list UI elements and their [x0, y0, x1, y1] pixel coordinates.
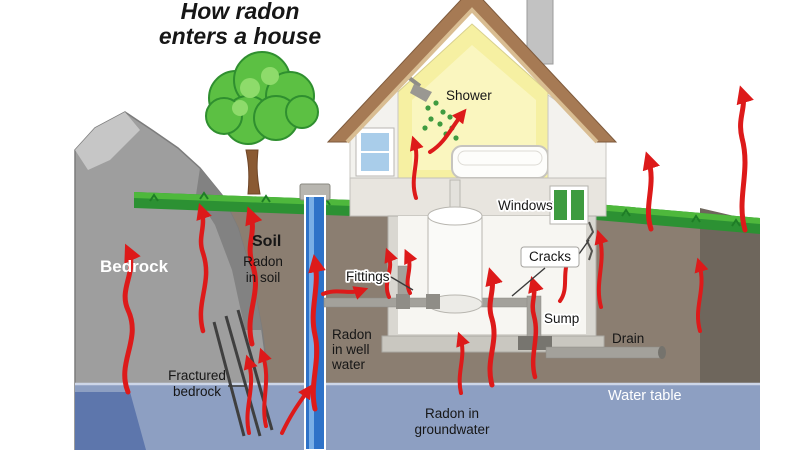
- left-window: [355, 127, 395, 177]
- label-radon-groundwater-2: groundwater: [414, 422, 490, 437]
- radon-arrow-out-right-2: [736, 85, 754, 233]
- bathtub: [451, 145, 549, 179]
- wall-crack: [585, 221, 595, 261]
- tree: [205, 51, 319, 195]
- label-fractured-bedrock-2: bedrock: [173, 384, 221, 399]
- radon-arrow-fracture-1: [243, 354, 258, 435]
- label-bedrock: Bedrock: [100, 257, 169, 276]
- basement-window: [549, 185, 589, 225]
- pointer-lines: [228, 201, 590, 387]
- roof-underside: [345, 7, 599, 144]
- soil-side-shadow: [700, 208, 760, 386]
- grass-left-top: [134, 192, 352, 206]
- grass-left: [134, 192, 352, 216]
- label-radon-in-soil-2: in soil: [246, 270, 281, 285]
- water-table-region: [75, 382, 760, 450]
- heater-body: [427, 215, 483, 305]
- drain-opening: [658, 346, 666, 359]
- tree-canopy: [205, 51, 319, 145]
- radon-arrow-fittings-2: [404, 248, 418, 295]
- water-deep-left: [75, 392, 146, 450]
- heater-top: [427, 206, 483, 226]
- label-cracks: Cracks: [529, 249, 571, 264]
- labels: How radon enters a house Bedrock Soil Ra…: [100, 0, 682, 437]
- cracks-pointer-1: [578, 239, 590, 255]
- basement-window-shutter-left: [554, 190, 567, 220]
- radon-arrow-outside-wall: [594, 229, 609, 309]
- windows-pointer: [545, 201, 554, 206]
- label-water-table: Water table: [608, 388, 682, 404]
- label-radon-in-soil-1: Radon: [243, 254, 283, 269]
- label-radon-well-water-3: water: [331, 357, 366, 372]
- label-sump: Sump: [544, 311, 579, 326]
- radon-arrow-out-right-1: [642, 151, 660, 232]
- drain-pipe: [545, 346, 663, 359]
- radon-arrow-floor-to-room: [409, 135, 424, 200]
- radon-arrow-soil-center: [245, 206, 263, 347]
- grass-right-top: [596, 204, 760, 224]
- title-line-2: enters a house: [159, 23, 322, 49]
- radon-arrow-fittings-1: [384, 247, 398, 299]
- label-radon-well-water-1: Radon: [332, 327, 372, 342]
- shower-spray: [422, 100, 459, 141]
- radon-arrow-well-to-pipe: [321, 286, 369, 300]
- label-drain: Drain: [612, 331, 644, 346]
- cracks-pointer-2: [511, 267, 546, 297]
- grass-tufts: [149, 191, 741, 227]
- basement-window-shutter-right: [571, 190, 584, 220]
- radon-arrow-sump: [528, 275, 544, 380]
- label-radon-well-water-2: in well: [332, 342, 370, 357]
- tree-trunk: [245, 149, 261, 195]
- radon-arrow-soil-left: [196, 203, 212, 334]
- radon-arrow-in-room: [428, 108, 467, 154]
- radon-arrow-fracture-2: [258, 347, 272, 428]
- bedrock-highlight: [75, 112, 140, 170]
- water-body: [75, 384, 760, 450]
- radon-arrows: [122, 85, 754, 435]
- grass-right: [596, 204, 760, 234]
- label-radon-groundwater-1: Radon in: [425, 406, 479, 421]
- radon-arrow-to-well: [280, 384, 313, 435]
- fittings-pointer: [390, 276, 414, 291]
- fitting-elbow-1: [396, 294, 410, 309]
- shower-head-icon: [410, 84, 432, 102]
- plumbing: [323, 179, 666, 359]
- tree-highlights: [232, 67, 279, 116]
- radon-arrow-well-up: [308, 254, 326, 412]
- shower-fixture: [402, 72, 459, 141]
- label-windows: Windows: [498, 198, 553, 213]
- radon-arrow-groundwater-1: [485, 267, 503, 388]
- water-heater: [427, 206, 483, 314]
- label-fittings: Fittings: [346, 269, 390, 284]
- bathtub-rim: [457, 150, 543, 166]
- label-shower: Shower: [446, 88, 492, 103]
- fitting-elbow-2: [426, 294, 440, 309]
- radon-arrow-bedrock: [122, 243, 141, 395]
- label-fractured-bedrock-1: Fractured: [168, 368, 226, 383]
- radon-arrow-right-soil: [694, 257, 709, 333]
- house: [323, 0, 666, 359]
- cracks-label-box: [520, 246, 580, 268]
- title-line-1: How radon: [181, 0, 300, 24]
- label-soil: Soil: [252, 233, 281, 250]
- radon-arrow-groundwater-2: [456, 331, 470, 395]
